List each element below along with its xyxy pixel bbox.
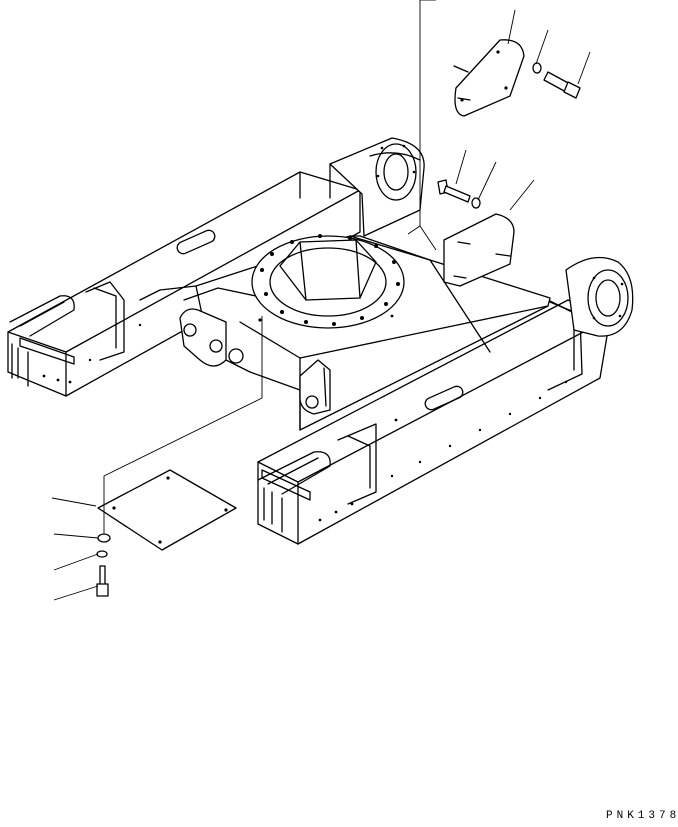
- left-track-rail: [8, 164, 360, 396]
- under-lock-washer: [97, 551, 107, 557]
- side-cover-plate: [444, 214, 514, 286]
- upper-idler-housing: [330, 138, 424, 236]
- under-washer: [98, 534, 110, 542]
- under-bolt: [97, 566, 108, 596]
- upper-cover-assembly: [454, 40, 580, 116]
- drawing-code: PNK1378: [606, 810, 678, 822]
- right-track-rail: [258, 296, 610, 544]
- track-frame: [8, 138, 633, 544]
- side-washer: [472, 198, 480, 208]
- side-cover-assembly: [438, 180, 514, 286]
- side-bolt: [438, 180, 470, 202]
- lower-idler-housing: [566, 258, 633, 337]
- under-cover-plate: [98, 470, 236, 550]
- under-cover-assembly: [97, 470, 236, 596]
- callout-lines: [52, 0, 590, 600]
- cover-bolt: [544, 72, 580, 98]
- cover-washer: [533, 63, 541, 73]
- upper-cover-plate: [455, 40, 524, 116]
